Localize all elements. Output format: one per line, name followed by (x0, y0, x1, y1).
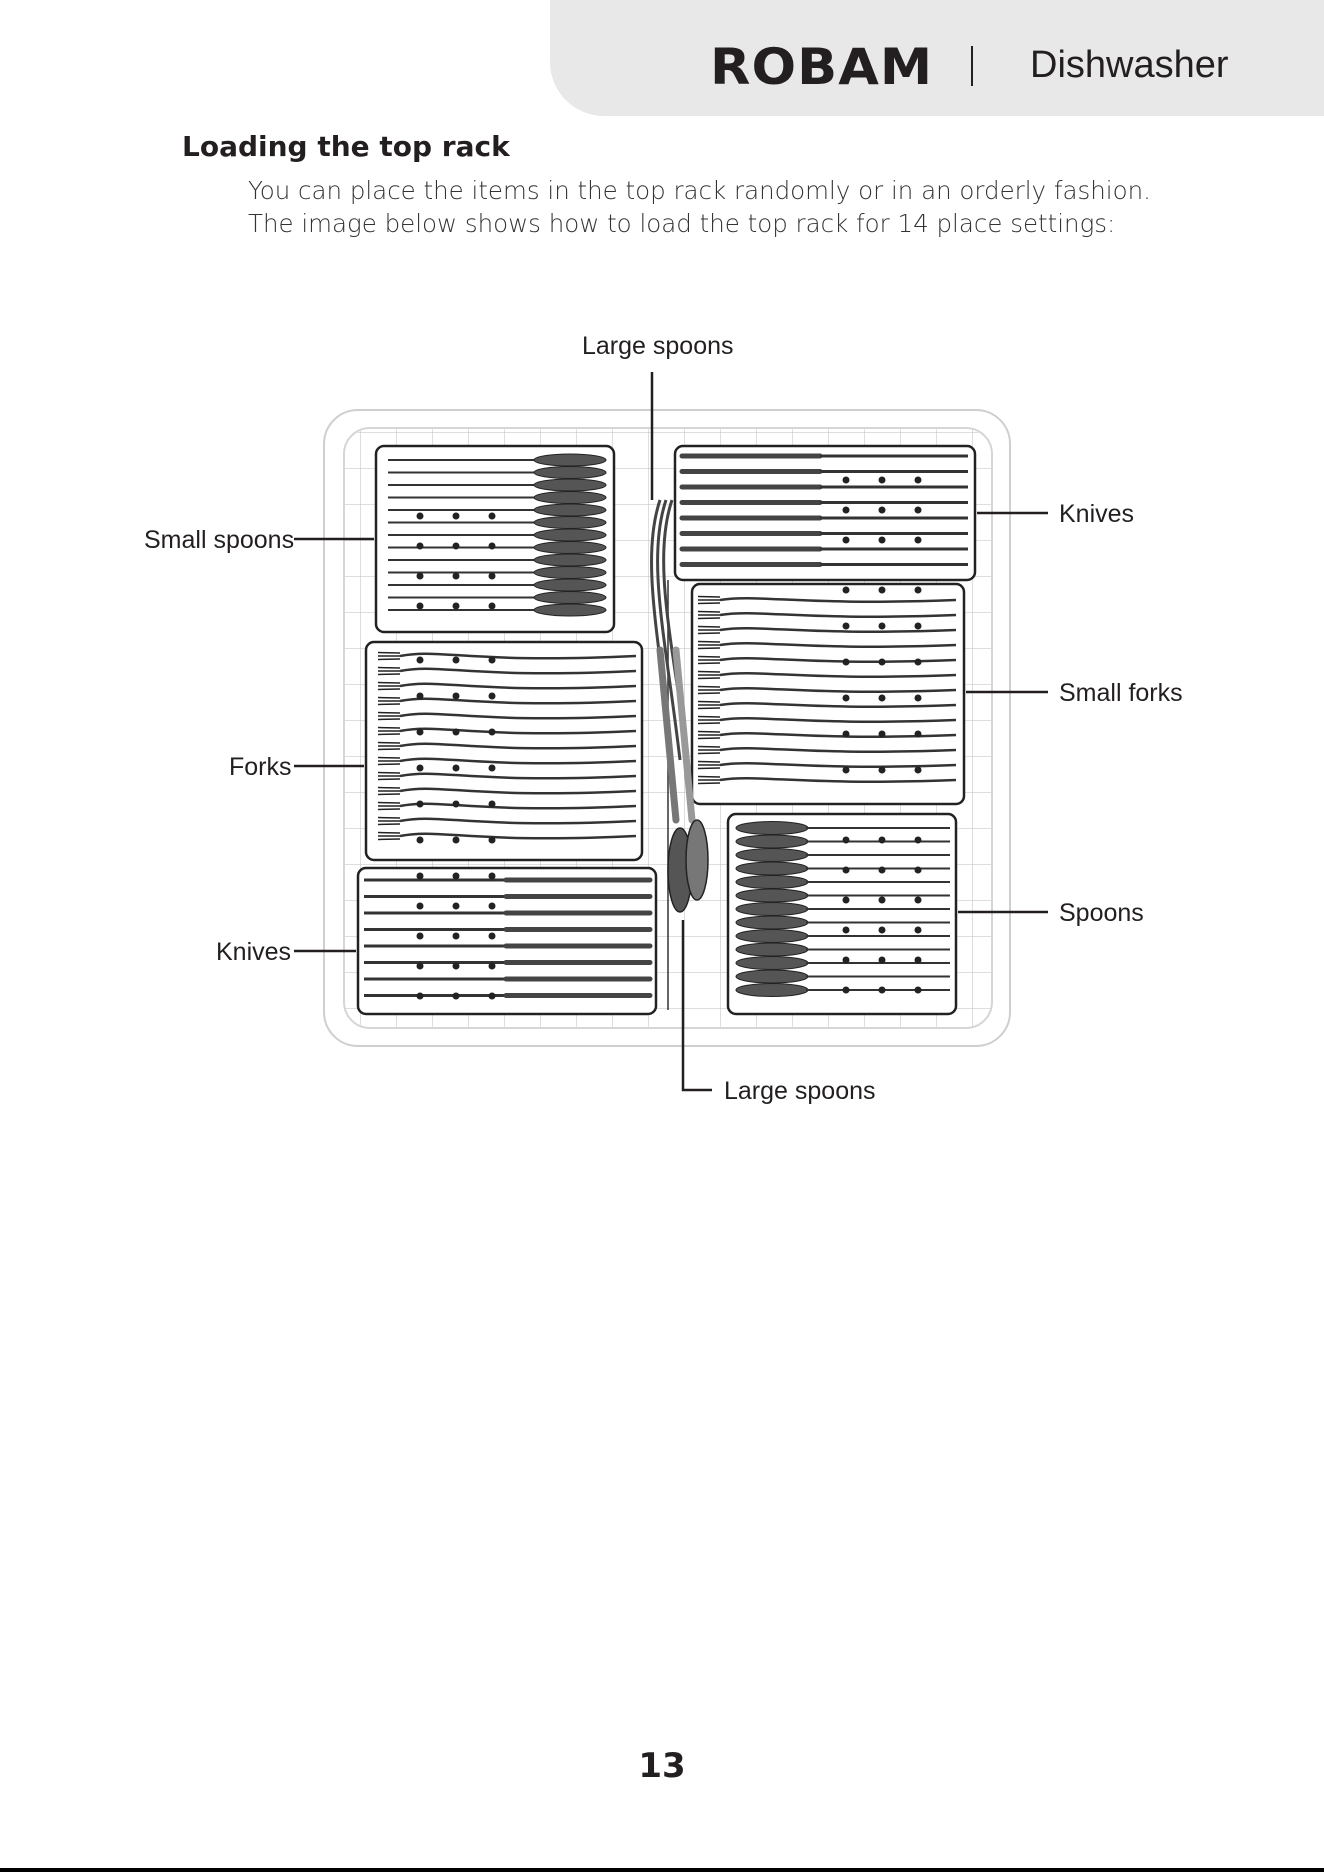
compartment-spoons (728, 814, 956, 1014)
intro-text: You can place the items in the top rack … (248, 174, 1248, 240)
compartment-knives-right (675, 446, 975, 580)
compartment-knives-left (358, 868, 656, 1014)
bottom-rule (0, 1868, 1324, 1872)
label-large-spoons-bottom: Large spoons (724, 1077, 876, 1105)
compartment-forks (366, 642, 642, 860)
label-knives-right: Knives (1059, 500, 1134, 528)
label-small-forks: Small forks (1059, 679, 1183, 707)
intro-line-2: The image below shows how to load the to… (248, 207, 1248, 240)
page-number: 13 (0, 1746, 1324, 1786)
product-name: Dishwasher (1030, 44, 1229, 87)
label-large-spoons-top: Large spoons (582, 332, 734, 360)
intro-line-1: You can place the items in the top rack … (248, 174, 1248, 207)
compartment-small-spoons (376, 446, 614, 632)
label-spoons: Spoons (1059, 899, 1144, 927)
label-forks: Forks (229, 753, 292, 781)
top-rack-diagram: Large spoons Small spoons Knives Small f… (0, 300, 1324, 1120)
label-knives-left: Knives (216, 938, 291, 966)
header-divider (971, 46, 973, 86)
section-title: Loading the top rack (182, 130, 510, 163)
compartment-small-forks (692, 584, 964, 804)
brand-logo: ROBAM (710, 38, 933, 96)
label-small-spoons: Small spoons (144, 526, 294, 554)
